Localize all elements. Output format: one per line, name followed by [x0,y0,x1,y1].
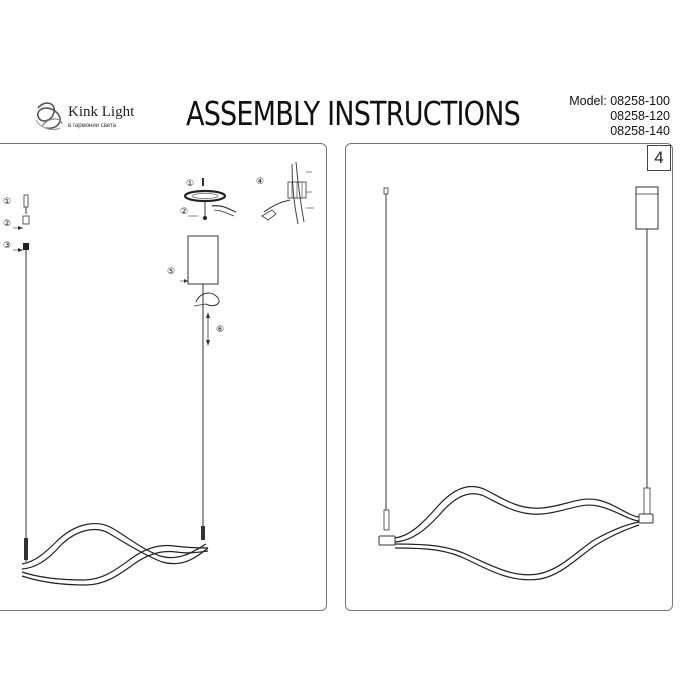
callout-3-left: ③ [3,241,11,251]
callout-4: ④ [256,177,264,187]
model-line-2: 08258-120 [610,109,670,123]
left-cable-cap-icon [383,187,389,195]
callout-1-left: ① [3,197,11,207]
callout-2-mount: ② [180,207,188,217]
brand-tagline: в гармонии света [68,123,117,129]
hand-icon [195,292,220,307]
page-title: ASSEMBLY INSTRUCTIONS [186,94,521,133]
callout-1-mount: ① [186,179,194,189]
clip-part-icon [22,215,30,225]
model-line-3: 08258-140 [610,124,670,138]
callout-2-left: ② [3,219,11,229]
callout-5: ⑤ [167,267,175,277]
step-number-badge: 4 [647,145,671,171]
left-instruction-panel: ① ② ③ ① ② ④ ⑤ [0,143,327,611]
canopy-icon [635,186,659,230]
left-assembly-diagram: ① ② ③ ① ② ④ ⑤ [3,161,314,586]
callout-6: ⑥ [216,325,224,335]
screwdriver-icon [261,209,277,221]
canopy-cylinder-icon [187,235,219,285]
right-lamp-inner-line [394,493,640,543]
left-lamp-outer-line [21,523,207,565]
brand-name: Kink Light [68,104,135,120]
brand-logo-icon [35,102,63,131]
right-instruction-panel: 4 [345,143,673,611]
screw-part-icon [23,194,29,208]
right-lamp-outer-line [394,485,640,539]
model-line-1: Model: 08258-100 [569,94,670,108]
right-assembled-lamp-diagram [378,186,659,581]
left-lamp-inner-line [21,528,209,570]
model-numbers: Model: 08258-100 08258-120 08258-140 [569,94,670,139]
cap-part-icon [23,243,29,250]
ceiling-ring-icon [183,189,227,203]
